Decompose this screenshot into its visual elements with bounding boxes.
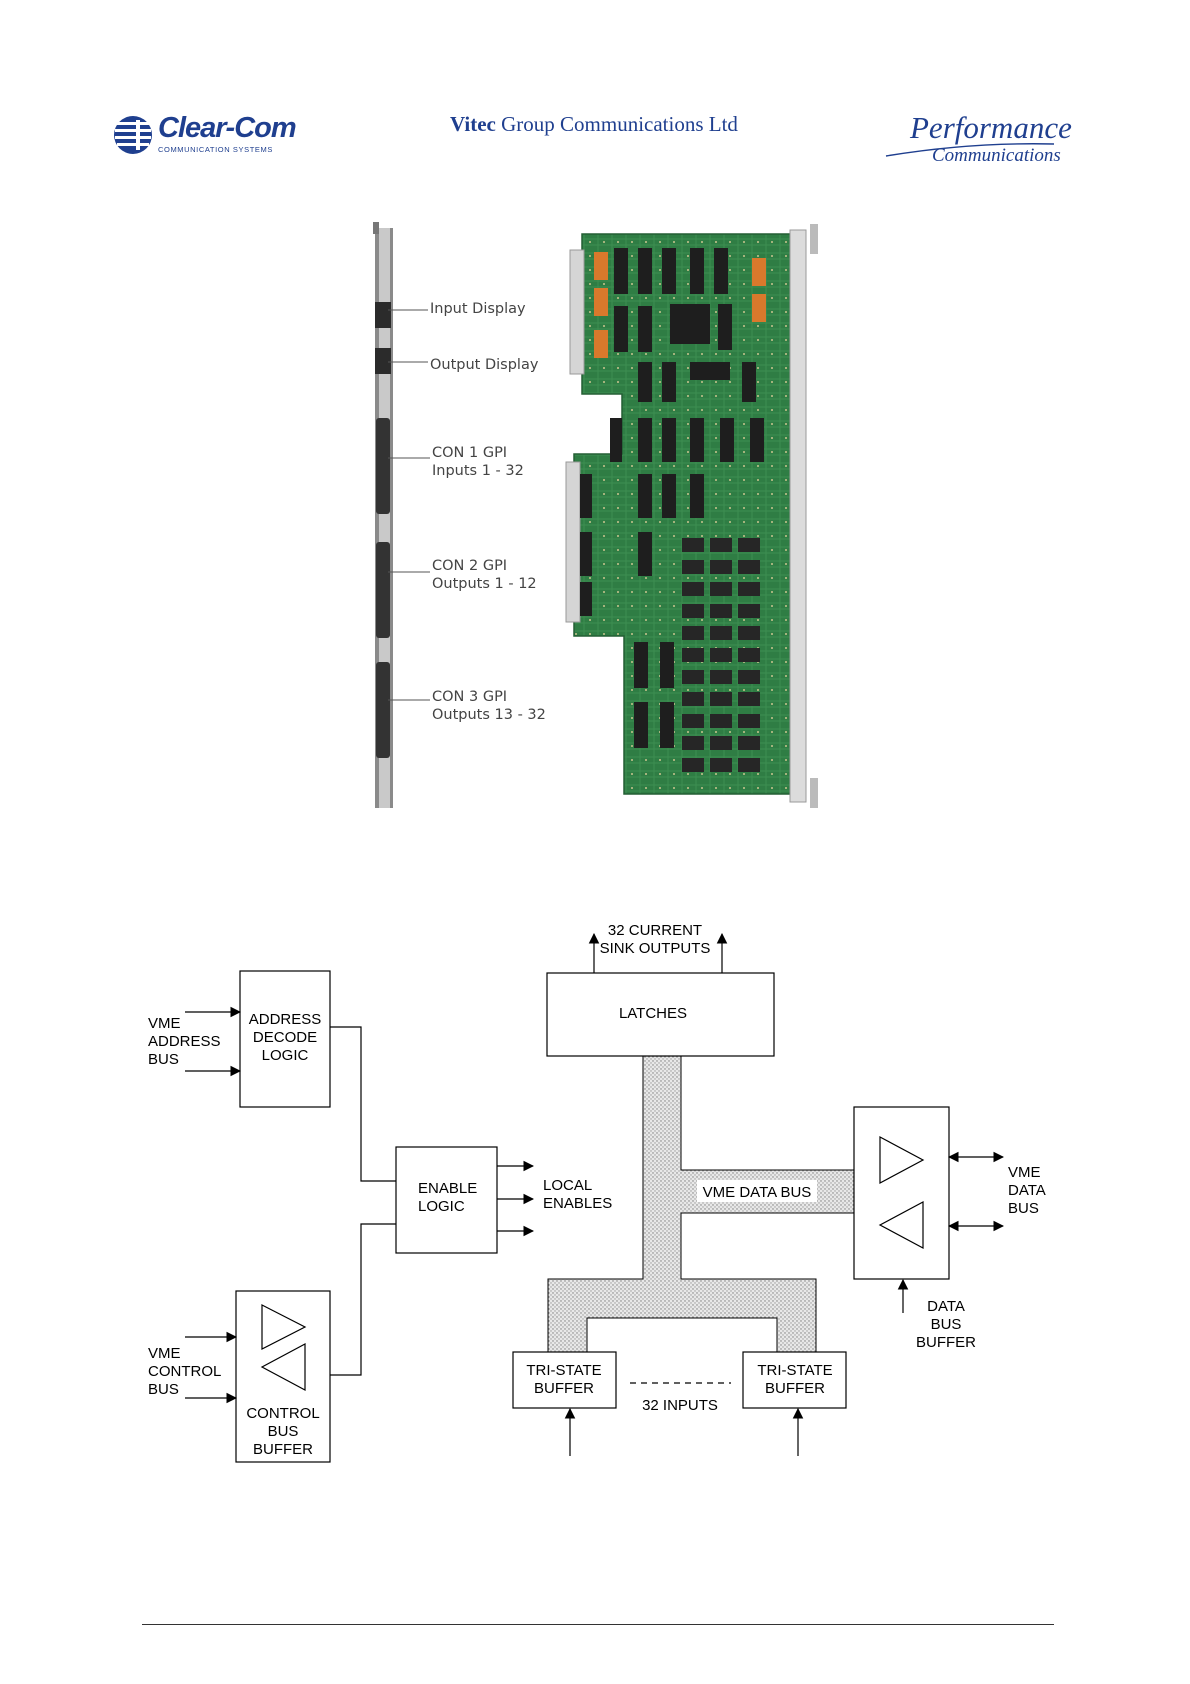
data-bus-buffer-box — [853, 1106, 950, 1280]
latches-label: LATCHES — [619, 1005, 687, 1022]
control-bus-buffer-label-3: BUFFER — [253, 1441, 313, 1458]
vitec-logo: Vitec Group Communications Ltd — [450, 112, 738, 137]
pcb-board — [565, 224, 818, 808]
data-bus-buffer-label-1: DATA — [927, 1298, 965, 1315]
data-buffer-left-triangle-icon — [878, 1200, 924, 1250]
con2-title: CON 2 GPI — [432, 558, 508, 574]
address-decode-label-2: DECODE — [253, 1029, 317, 1046]
local-enables-label-1: LOCAL — [543, 1177, 592, 1194]
con2-subtitle: Outputs 1 - 12 — [432, 576, 537, 592]
connection-wires — [185, 932, 1005, 1456]
tri-state-left-label-2: BUFFER — [534, 1380, 594, 1397]
con3-title: CON 3 GPI — [432, 689, 508, 705]
front-panel — [373, 222, 393, 808]
photo-leader-lines — [388, 309, 430, 701]
address-decode-box — [239, 970, 331, 1108]
performance-name: Performance — [910, 110, 1072, 145]
con1-title: CON 1 GPI — [432, 445, 508, 461]
clear-com-name: Clear-Com — [158, 112, 297, 144]
tri-state-right-label-1: TRI-STATE — [757, 1362, 832, 1379]
vme-control-bus-label-2: CONTROL — [148, 1363, 221, 1380]
output-display-label: Output Display — [430, 357, 539, 373]
clear-com-tagline: COMMUNICATION SYSTEMS — [158, 145, 273, 154]
vme-data-bus-side-label-3: BUS — [1008, 1200, 1039, 1217]
clear-com-globe-icon — [114, 116, 152, 154]
address-decode-label-3: LOGIC — [262, 1047, 309, 1064]
input-display-label: Input Display — [430, 301, 526, 317]
gpi-card-photo — [373, 222, 818, 808]
enable-logic-box — [395, 1146, 498, 1254]
inputs-label: 32 INPUTS — [642, 1397, 718, 1414]
vitec-rest: Group Communications Ltd — [495, 112, 738, 136]
tri-state-buffer-right-box — [742, 1351, 847, 1409]
control-bus-buffer-box — [235, 1290, 331, 1463]
con1-label: CON 1 GPI Inputs 1 - 32 — [432, 444, 524, 480]
control-buffer-right-triangle-icon — [261, 1304, 307, 1350]
tri-state-right-label-2: BUFFER — [765, 1380, 825, 1397]
vme-data-bus-side-label-1: VME — [1008, 1164, 1041, 1181]
current-outputs-label-1: 32 CURRENT — [608, 922, 702, 939]
performance-swoosh-icon — [885, 143, 1055, 157]
vme-data-bus-side-label-2: DATA — [1008, 1182, 1046, 1199]
con2-label: CON 2 GPI Outputs 1 - 12 — [432, 557, 537, 593]
enable-logic-label-2: LOGIC — [418, 1198, 465, 1215]
data-buffer-right-triangle-icon — [879, 1135, 925, 1185]
data-bus-buffer-label-2: BUS — [931, 1316, 962, 1333]
vme-control-bus-label-1: VME — [148, 1345, 181, 1362]
enable-logic-label-1: ENABLE — [418, 1180, 477, 1197]
con2-connector — [376, 542, 390, 638]
con1-connector — [376, 418, 390, 514]
vme-address-bus-label-2: ADDRESS — [148, 1033, 221, 1050]
local-enables-label-2: ENABLES — [543, 1195, 612, 1212]
performance-logo: Performance Communications — [880, 108, 1072, 170]
performance-sub: Communications — [932, 145, 1061, 166]
footer-rule — [142, 1624, 1054, 1625]
con3-connector — [376, 662, 390, 758]
address-decode-label-1: ADDRESS — [249, 1011, 322, 1028]
vme-control-bus-label-3: BUS — [148, 1381, 179, 1398]
con3-subtitle: Outputs 13 - 32 — [432, 707, 546, 723]
vitec-name: Vitec — [450, 112, 496, 136]
clear-com-logo: Clear-Com COMMUNICATION SYSTEMS — [112, 112, 297, 158]
data-bus-buffer-label-3: BUFFER — [916, 1334, 976, 1351]
output-display-window — [375, 348, 391, 374]
tri-state-buffer-left-box — [512, 1351, 617, 1409]
latches-box — [546, 972, 775, 1057]
vme-address-bus-label-3: BUS — [148, 1051, 179, 1068]
con3-label: CON 3 GPI Outputs 13 - 32 — [432, 688, 546, 724]
vme-address-bus-label-1: VME — [148, 1015, 181, 1032]
control-buffer-left-triangle-icon — [260, 1342, 306, 1392]
control-bus-buffer-label-1: CONTROL — [246, 1405, 319, 1422]
con1-subtitle: Inputs 1 - 32 — [432, 463, 524, 479]
current-outputs-label-2: SINK OUTPUTS — [600, 940, 711, 957]
control-bus-buffer-label-2: BUS — [268, 1423, 299, 1440]
vme-data-bus-label: VME DATA BUS — [703, 1184, 812, 1201]
tri-state-left-label-1: TRI-STATE — [526, 1362, 601, 1379]
input-display-window — [375, 302, 391, 328]
vme-data-bus-label-bg — [697, 1180, 817, 1202]
